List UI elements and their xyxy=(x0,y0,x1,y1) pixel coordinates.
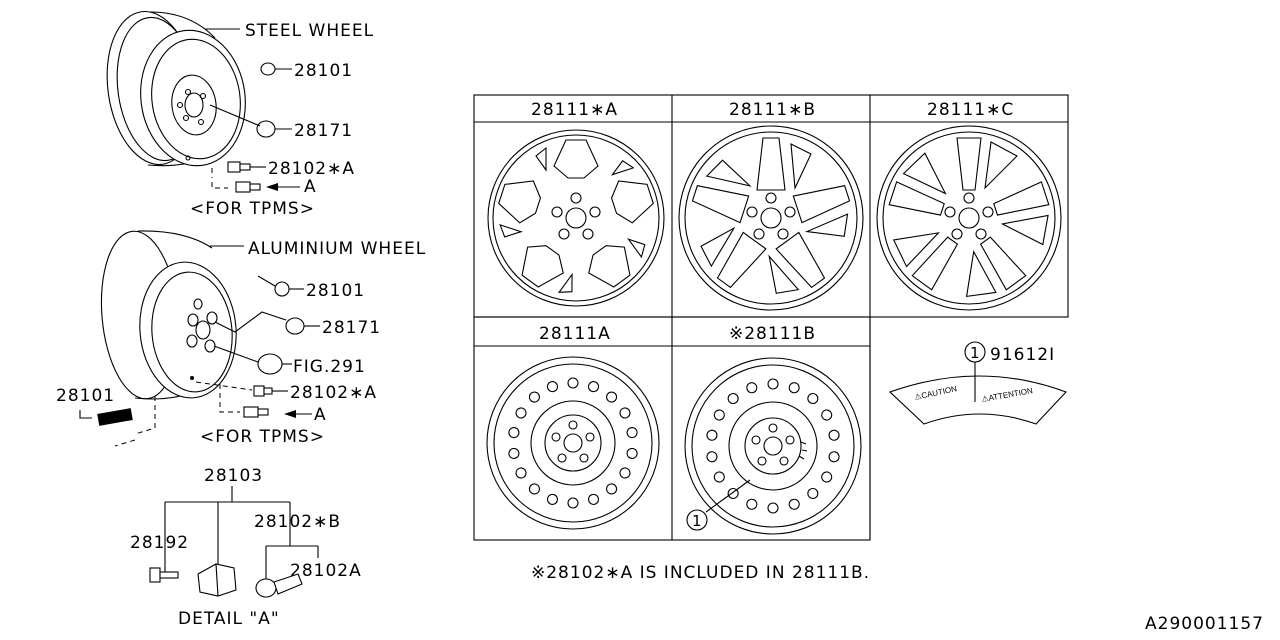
alloy-wheel-a-drawing xyxy=(487,129,665,307)
callout-circle-1 xyxy=(686,509,708,531)
label-callout-number: 1 xyxy=(970,344,981,362)
caution-text: ⚠CAUTION xyxy=(914,384,958,402)
aluminium-wheel-label: ALUMINIUM WHEEL xyxy=(248,239,426,259)
footnote-text: ※28102∗A IS INCLUDED IN 28111B. xyxy=(531,563,870,583)
screw-28192-icon xyxy=(149,567,179,583)
valve-28102A-icon-b xyxy=(253,385,288,397)
cap-28101-icon xyxy=(260,62,292,76)
part-28102A-label-a: 28102∗A xyxy=(268,159,355,179)
detail-a-label: DETAIL "A" xyxy=(178,609,280,629)
warning-label-drawing xyxy=(888,341,1067,425)
callout-number-1: 1 xyxy=(692,512,703,530)
nut-28171-icon-b xyxy=(285,317,320,335)
nut-28171-icon xyxy=(256,120,292,138)
arrow-a-label-1: A xyxy=(304,177,317,197)
part-28171-label-a: 28171 xyxy=(294,121,353,141)
arrow-a-icon-2 xyxy=(284,410,312,418)
part-28101-label-c: 28101 xyxy=(56,386,115,406)
tpms-sensor-icon xyxy=(197,563,237,597)
for-tpms-label-2: <FOR TPMS> xyxy=(200,427,325,447)
part-91612I-label: 91612I xyxy=(990,345,1055,365)
steel-wheel-28111B-drawing xyxy=(684,357,862,535)
attention-text: ⚠ATTENTION xyxy=(981,386,1034,404)
part-28102A-plain-label: 28102A xyxy=(290,561,362,581)
tpms-valve-icon-a xyxy=(235,181,261,193)
part-28192-label: 28192 xyxy=(130,533,189,553)
part-28101-label-b: 28101 xyxy=(306,281,365,301)
balance-weight-icon xyxy=(79,408,133,426)
aluminium-wheel-drawing xyxy=(100,230,237,400)
arrow-a-label-2: A xyxy=(314,405,327,425)
fig291-label: FIG.291 xyxy=(293,357,366,377)
alloy-wheel-c-drawing xyxy=(876,125,1062,311)
cell-28111B-label: ※28111B xyxy=(729,324,816,344)
cell-28111B-star-label: 28111∗B xyxy=(729,100,816,120)
steel-wheel-28111A-drawing xyxy=(486,356,660,530)
cell-28111A-star-label: 28111∗A xyxy=(531,100,618,120)
part-28102B-label: 28102∗B xyxy=(254,512,341,532)
part-28101-label-a: 28101 xyxy=(294,61,353,81)
wheel-grid xyxy=(473,94,1069,541)
steel-wheel-label: STEEL WHEEL xyxy=(245,21,374,41)
for-tpms-label-1: <FOR TPMS> xyxy=(190,199,315,219)
part-28103-label: 28103 xyxy=(204,466,263,486)
alloy-wheel-b-drawing xyxy=(678,125,864,311)
center-cap-icon xyxy=(257,353,292,375)
valve-stem-icon xyxy=(255,573,303,598)
part-28171-label-b: 28171 xyxy=(322,318,381,338)
arrow-a-icon-1 xyxy=(266,183,300,191)
diagram-id: A290001157 xyxy=(1145,614,1264,634)
cell-28111A-label: 28111A xyxy=(539,324,611,344)
part-28102A-label-b: 28102∗A xyxy=(290,383,377,403)
cell-28111C-star-label: 28111∗C xyxy=(927,100,1014,120)
valve-28102A-icon-a xyxy=(227,161,266,173)
steel-wheel-drawing xyxy=(106,10,246,167)
tpms-valve-icon-b xyxy=(243,406,269,418)
cap-28101-icon-b xyxy=(274,281,304,297)
